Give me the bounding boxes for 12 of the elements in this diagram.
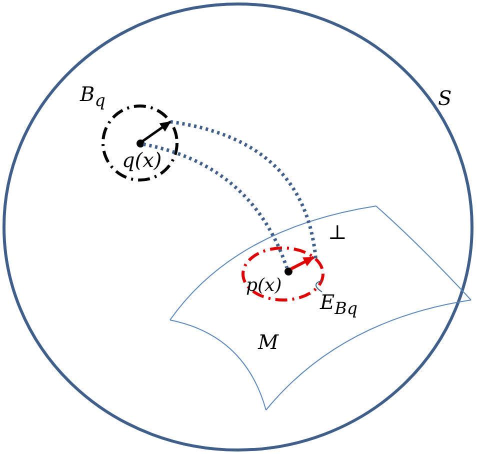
leader-line: [315, 280, 322, 292]
math-label: E$_{Bq}$: [320, 292, 358, 318]
math-symbol: ⊥: [328, 222, 347, 242]
math-label: q(x): [122, 150, 162, 170]
math-label: S: [438, 88, 452, 108]
math-label: p(x): [246, 277, 282, 295]
math-label: M: [258, 332, 278, 352]
arrow: [290, 256, 315, 270]
arrow: [142, 120, 172, 142]
math-label: B$_{q}$: [80, 84, 106, 110]
dotted-curve: [142, 142, 288, 268]
dotted-curve: [170, 120, 318, 260]
